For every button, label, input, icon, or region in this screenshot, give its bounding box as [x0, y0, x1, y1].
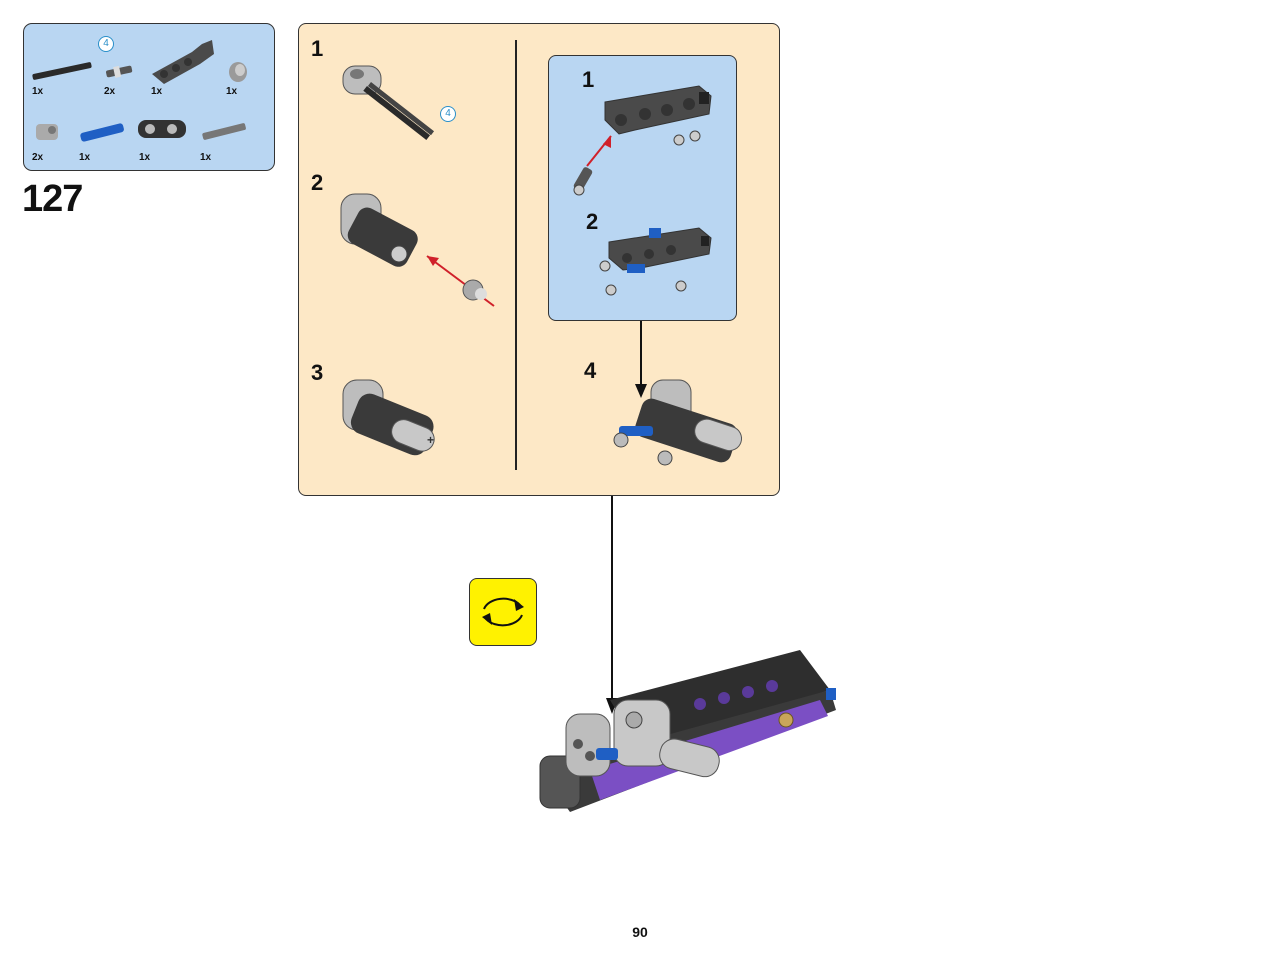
part-qty: 1x [200, 152, 212, 163]
sub-step-label: 1 [311, 36, 324, 61]
l-beam-part [152, 40, 214, 84]
sub-step-label: 3 [311, 360, 324, 385]
part-qty: 1x [139, 152, 151, 163]
part-qty: 2x [104, 86, 116, 97]
step-number: 127 [22, 178, 83, 220]
inner-step-1-model [573, 85, 712, 196]
connector-part [36, 124, 58, 140]
sub-step-label: 4 [584, 358, 597, 383]
axle-pin-part [202, 123, 246, 140]
inner-step-label: 1 [582, 67, 595, 92]
subassembly-illustrations: + [340, 65, 743, 466]
parts-illustrations [32, 40, 247, 142]
parts-list: 4 1x 2x 1x 1x 2x 1x 1x 1x [23, 23, 275, 171]
callout-badge: 4 [98, 36, 114, 52]
svg-text:+: + [427, 433, 434, 447]
sub-step-1-model [342, 65, 435, 140]
part-qty: 1x [79, 152, 91, 163]
rotate-arrows-icon [482, 597, 524, 627]
main-model [539, 650, 836, 812]
inner-subassembly-box: 1 2 [548, 55, 737, 321]
part-qty: 1x [32, 86, 44, 97]
arrow-head [635, 384, 647, 398]
panel-divider [515, 40, 517, 470]
callout-badge: 4 [440, 106, 456, 122]
sub-step-label: 2 [311, 170, 324, 195]
sub-step-3-model: + [342, 379, 435, 456]
part-qty: 2x [32, 152, 44, 163]
inner-illustrations [573, 85, 712, 296]
pin-part [106, 65, 133, 78]
inner-step-2-model [599, 227, 712, 296]
axle-part [32, 62, 92, 80]
part-qty: 1x [226, 86, 238, 97]
cross-block-part [138, 120, 186, 138]
page-number: 90 [632, 924, 648, 940]
rotate-model-icon [469, 578, 537, 646]
inner-step-label: 2 [586, 209, 599, 234]
sub-step-2-model [340, 193, 495, 307]
sub-step-4-model [613, 379, 743, 466]
main-arrow-head [606, 698, 618, 714]
part-qty: 1x [151, 86, 163, 97]
bush-part [229, 62, 247, 82]
blue-pin-part [80, 123, 124, 142]
